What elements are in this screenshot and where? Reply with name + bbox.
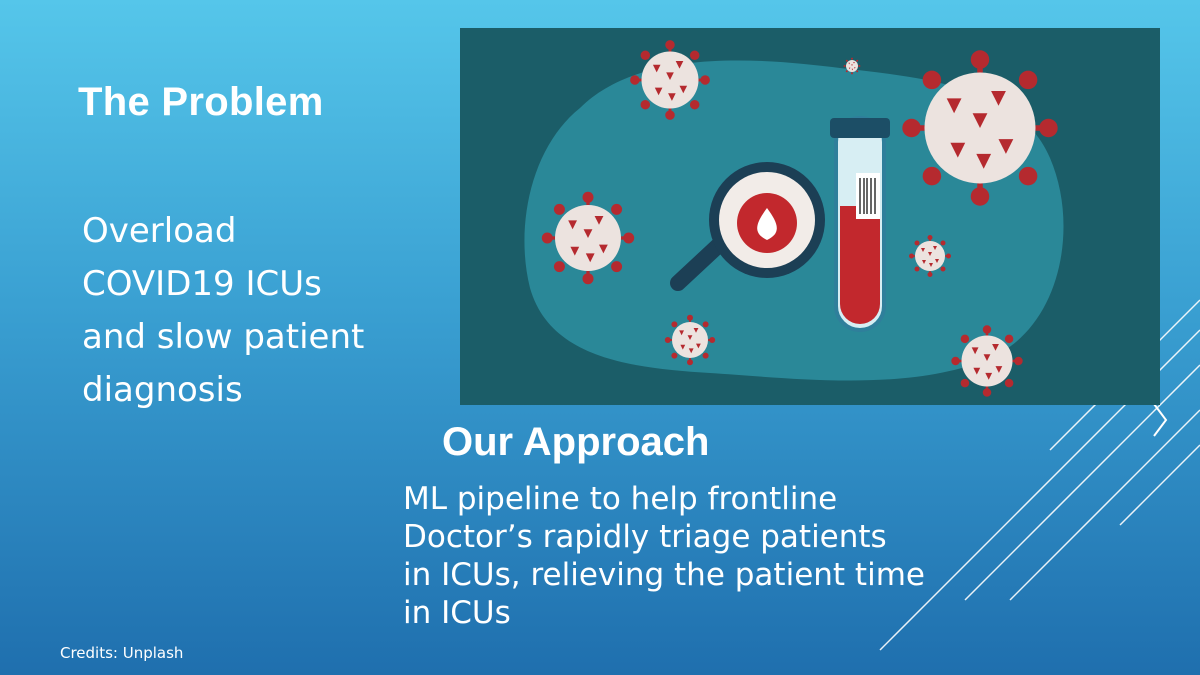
problem-line: and slow patient — [82, 317, 365, 357]
problem-line: Overload — [82, 211, 237, 251]
virus-icon — [663, 313, 717, 367]
blood-drop-icon — [737, 193, 797, 253]
approach-description: ML pipeline to help frontline Doctor’s r… — [403, 480, 1023, 632]
virus-icon — [843, 57, 861, 75]
approach-line: Doctor’s rapidly triage patients — [403, 519, 887, 555]
approach-line: ML pipeline to help frontline — [403, 481, 838, 517]
virus-icon — [908, 234, 952, 278]
problem-title: The Problem — [78, 80, 324, 124]
approach-line: in ICUs — [403, 595, 511, 631]
image-credits: Credits: Unplash — [60, 644, 184, 662]
approach-line: in ICUs, relieving the patient time — [403, 557, 925, 593]
test-tube-icon — [830, 116, 890, 332]
covid-blood-test-illustration — [460, 28, 1160, 405]
chevron-right-icon — [1153, 403, 1168, 437]
problem-description: Overload COVID19 ICUs and slow patient d… — [82, 205, 422, 417]
virus-icon — [540, 190, 636, 286]
approach-title: Our Approach — [442, 420, 710, 464]
problem-line: diagnosis — [82, 370, 243, 410]
virus-icon — [628, 38, 712, 122]
problem-line: COVID19 ICUs — [82, 264, 322, 304]
virus-icon — [902, 50, 1057, 205]
virus-icon — [950, 324, 1024, 398]
